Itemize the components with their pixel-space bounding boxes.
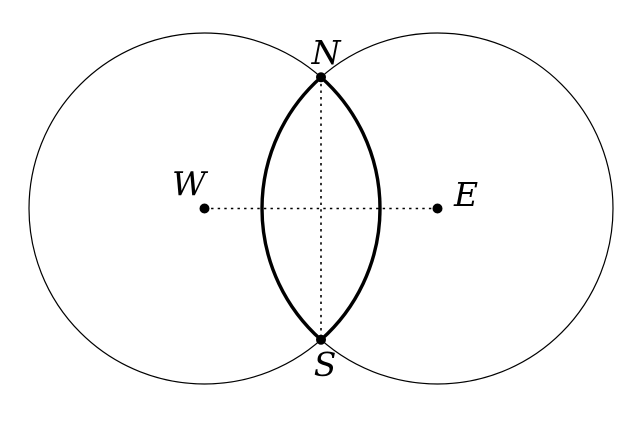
point-east-label: E [453,175,478,214]
point-east-dot [432,203,443,214]
point-north-dot [316,72,326,83]
point-north-label: N [311,33,342,72]
point-west-dot [199,203,210,214]
point-west-label: W [172,164,209,203]
vesica-lens-outline [260,75,382,342]
point-south-dot [316,334,326,345]
point-south-label: S [314,345,337,384]
